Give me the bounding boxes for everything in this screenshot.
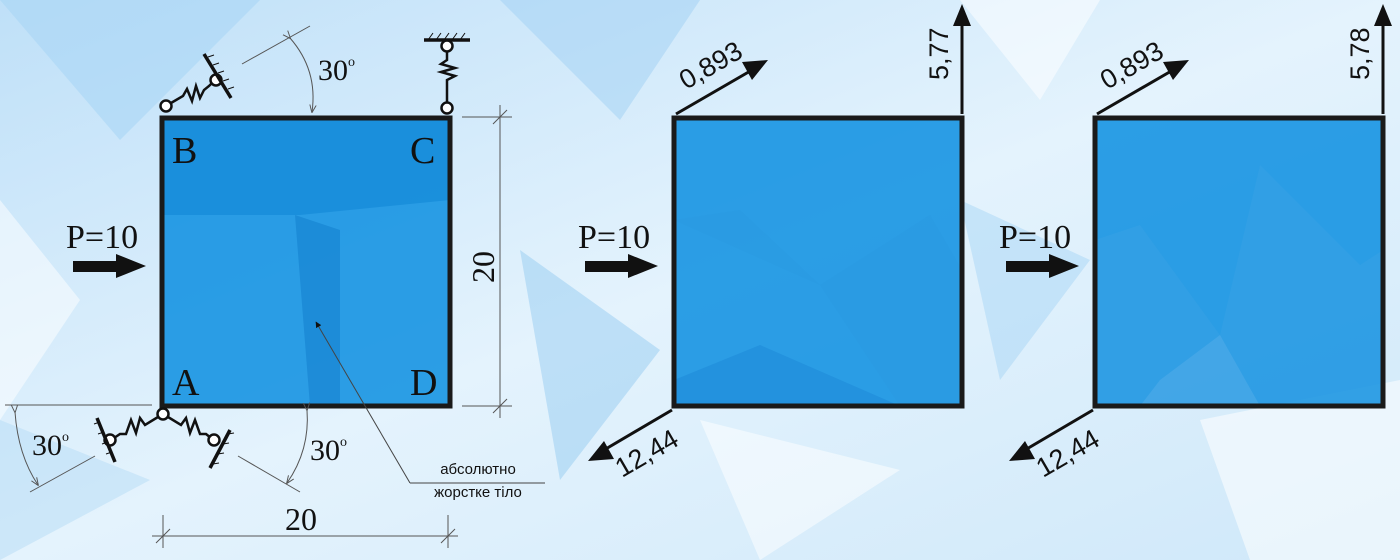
dimension-lines <box>152 105 512 548</box>
spring-support-c <box>424 32 470 115</box>
reaction-a-arrowhead <box>1009 441 1035 461</box>
load-arrow <box>1006 254 1079 278</box>
reaction-arrows <box>603 22 964 452</box>
load-label: P=10 <box>999 219 1071 256</box>
rigid-body <box>1095 118 1383 406</box>
reaction-b-arrowhead <box>1163 60 1189 80</box>
rigid-body-note-line1: абсолютно <box>440 461 516 478</box>
rigid-body <box>162 118 450 406</box>
rigid-body <box>674 118 962 406</box>
load-arrow <box>585 254 658 278</box>
dimension-width: 20 <box>285 501 317 537</box>
scheme: B C A D P=10 <box>5 25 545 548</box>
load-label: P=10 <box>578 219 650 256</box>
angle-guides <box>5 25 313 493</box>
spring-support-b <box>159 53 235 113</box>
rigid-body-note-line2: жорстке тіло <box>434 484 522 501</box>
reaction-c-arrowhead <box>953 4 971 26</box>
reaction-c-value: 5,77 <box>924 27 954 80</box>
reaction-c-value: 5,78 <box>1345 27 1375 80</box>
angle-top-label: 30o <box>318 54 355 87</box>
reaction-a-arrowhead <box>588 441 614 461</box>
reaction-arrows <box>1024 22 1385 452</box>
corner-a: A <box>172 362 200 404</box>
corner-c: C <box>410 130 435 172</box>
angle-bottom-left-label: 30o <box>32 429 69 462</box>
reaction-b-arrowhead <box>742 60 768 80</box>
dimension-height: 20 <box>465 251 501 283</box>
reaction-c-arrowhead <box>1374 4 1392 26</box>
corner-d: D <box>410 362 437 404</box>
corner-b: B <box>172 130 197 172</box>
solution-1: P=10 0,893 5,77 12,44 <box>578 4 971 483</box>
angle-bottom-right-label: 30o <box>310 434 347 467</box>
solution-2: P=10 0,893 5,78 12,44 <box>999 4 1392 483</box>
load-arrow <box>73 254 146 278</box>
spring-supports-a <box>93 407 235 469</box>
load-label: P=10 <box>66 219 138 256</box>
note-leader <box>315 321 545 484</box>
